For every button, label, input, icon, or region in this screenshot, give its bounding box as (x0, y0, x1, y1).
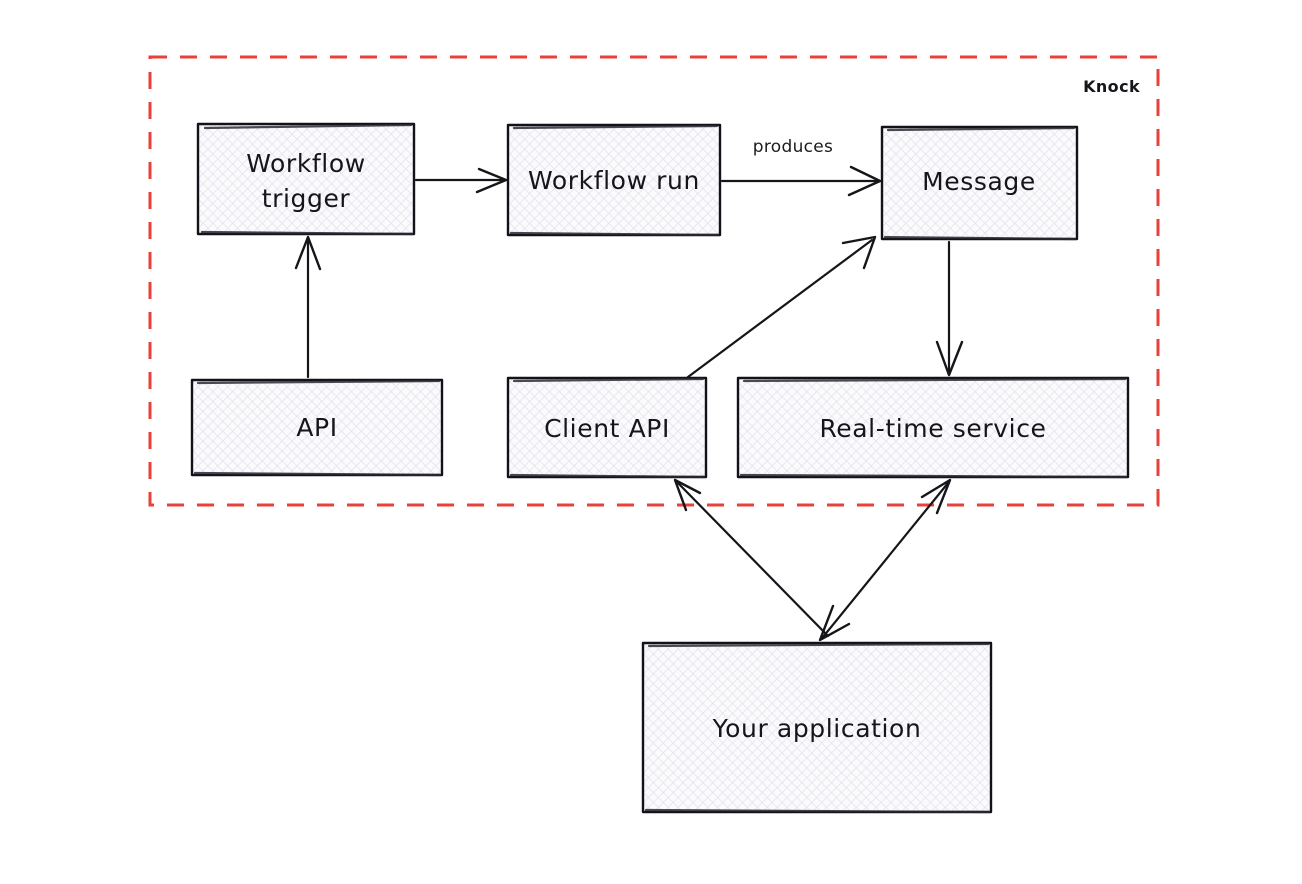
knock-boundary: Knock (148, 55, 1160, 507)
edge-rts-to-app (818, 478, 952, 642)
knock-boundary-rect (148, 55, 1160, 507)
edge-api-to-trigger (294, 235, 322, 379)
edge-message-to-rts (935, 240, 964, 377)
node-real-time-service[interactable]: Real-time service (736, 376, 1130, 479)
node-workflow-run-label: Workflow run (528, 166, 700, 195)
node-message-label: Message (922, 167, 1036, 196)
node-your-application[interactable]: Your application (641, 641, 993, 814)
node-api[interactable]: API (190, 378, 444, 477)
node-api-label: API (296, 413, 337, 442)
node-client-api-label: Client API (544, 414, 670, 443)
edge-run-to-message: produces (720, 137, 882, 197)
edge-client-to-message (686, 235, 877, 379)
node-message-rect[interactable] (880, 125, 1079, 241)
node-workflow-run-rect[interactable] (506, 123, 722, 237)
nodes-layer: Workflow trigger Workflow run Message (190, 122, 1130, 814)
node-message[interactable]: Message (880, 125, 1079, 241)
knock-boundary-label: Knock (1083, 77, 1140, 96)
edge-app-to-client (673, 478, 830, 638)
node-api-rect[interactable] (190, 378, 444, 477)
node-client-api[interactable]: Client API (506, 376, 708, 479)
node-your-application-label: Your application (712, 714, 922, 743)
node-workflow-trigger-label-line2: trigger (262, 184, 351, 213)
node-real-time-service-label: Real-time service (819, 414, 1046, 443)
node-workflow-trigger[interactable]: Workflow trigger (196, 122, 416, 236)
edge-trigger-to-run (414, 167, 508, 194)
node-workflow-trigger-rect[interactable] (196, 122, 416, 236)
node-real-time-service-rect[interactable] (736, 376, 1130, 479)
edges-layer: produces (294, 137, 964, 642)
node-workflow-run[interactable]: Workflow run (506, 123, 722, 237)
node-client-api-rect[interactable] (506, 376, 708, 479)
edge-label-produces: produces (753, 137, 833, 157)
node-workflow-trigger-label-line1: Workflow (246, 149, 366, 178)
